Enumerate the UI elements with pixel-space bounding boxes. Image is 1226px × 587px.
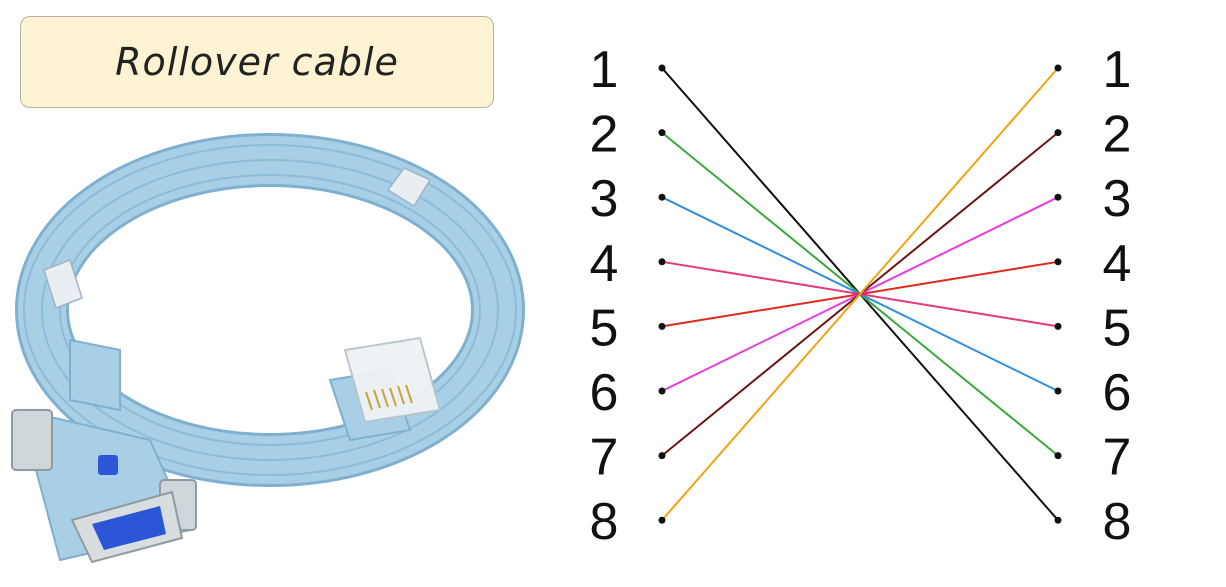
left-pin-labels: 1 2 3 4 5 6 7 8	[590, 41, 619, 551]
right-pin-dot	[1054, 129, 1062, 137]
left-pin-dot	[658, 258, 666, 266]
db9-connector	[11, 338, 197, 564]
left-pin-dot	[658, 516, 666, 524]
right-pin-dot	[1054, 516, 1062, 524]
left-pin-label: 3	[590, 170, 619, 228]
rj45-plug	[328, 336, 442, 442]
left-pin-label: 2	[590, 106, 619, 164]
right-pin-label: 6	[1103, 364, 1132, 422]
left-pin-dot	[658, 64, 666, 72]
right-pin-dot	[1054, 387, 1062, 395]
wire-8-to-1	[661, 67, 1059, 521]
right-pin-label: 5	[1103, 299, 1132, 357]
right-pin-label: 7	[1103, 429, 1132, 487]
left-pin-label: 6	[590, 364, 619, 422]
cable-coil	[15, 133, 525, 487]
title-box: Rollover cable	[20, 16, 494, 108]
rollover-cable-illustration	[11, 133, 525, 564]
right-pin-dot	[1054, 322, 1062, 330]
left-pin-dot	[658, 452, 666, 460]
right-pin-label: 1	[1103, 41, 1132, 99]
left-pin-dot	[658, 387, 666, 395]
left-pin-label: 7	[590, 429, 619, 487]
right-pin-dot	[1054, 452, 1062, 460]
right-pin-label: 2	[1103, 106, 1132, 164]
right-pin-dot	[1054, 193, 1062, 201]
wires	[661, 67, 1059, 521]
pin-dots	[658, 64, 1062, 524]
wiring-diagram: 1 2 3 4 5 6 7 8 1 2 3 4 5 6 7 8	[590, 41, 1132, 551]
right-pin-label: 4	[1103, 235, 1132, 293]
right-pin-dot	[1054, 64, 1062, 72]
right-pin-dot	[1054, 258, 1062, 266]
cable-tie	[43, 167, 432, 309]
left-pin-dot	[658, 129, 666, 137]
title: Rollover cable	[115, 40, 399, 84]
right-pin-label: 3	[1103, 170, 1132, 228]
right-pin-labels: 1 2 3 4 5 6 7 8	[1103, 41, 1132, 551]
right-pin-label: 8	[1103, 493, 1132, 551]
left-pin-dot	[658, 322, 666, 330]
left-pin-label: 1	[590, 41, 619, 99]
left-pin-label: 4	[590, 235, 619, 293]
left-pin-dot	[658, 193, 666, 201]
left-pin-label: 5	[590, 299, 619, 357]
left-pin-label: 8	[590, 493, 619, 551]
